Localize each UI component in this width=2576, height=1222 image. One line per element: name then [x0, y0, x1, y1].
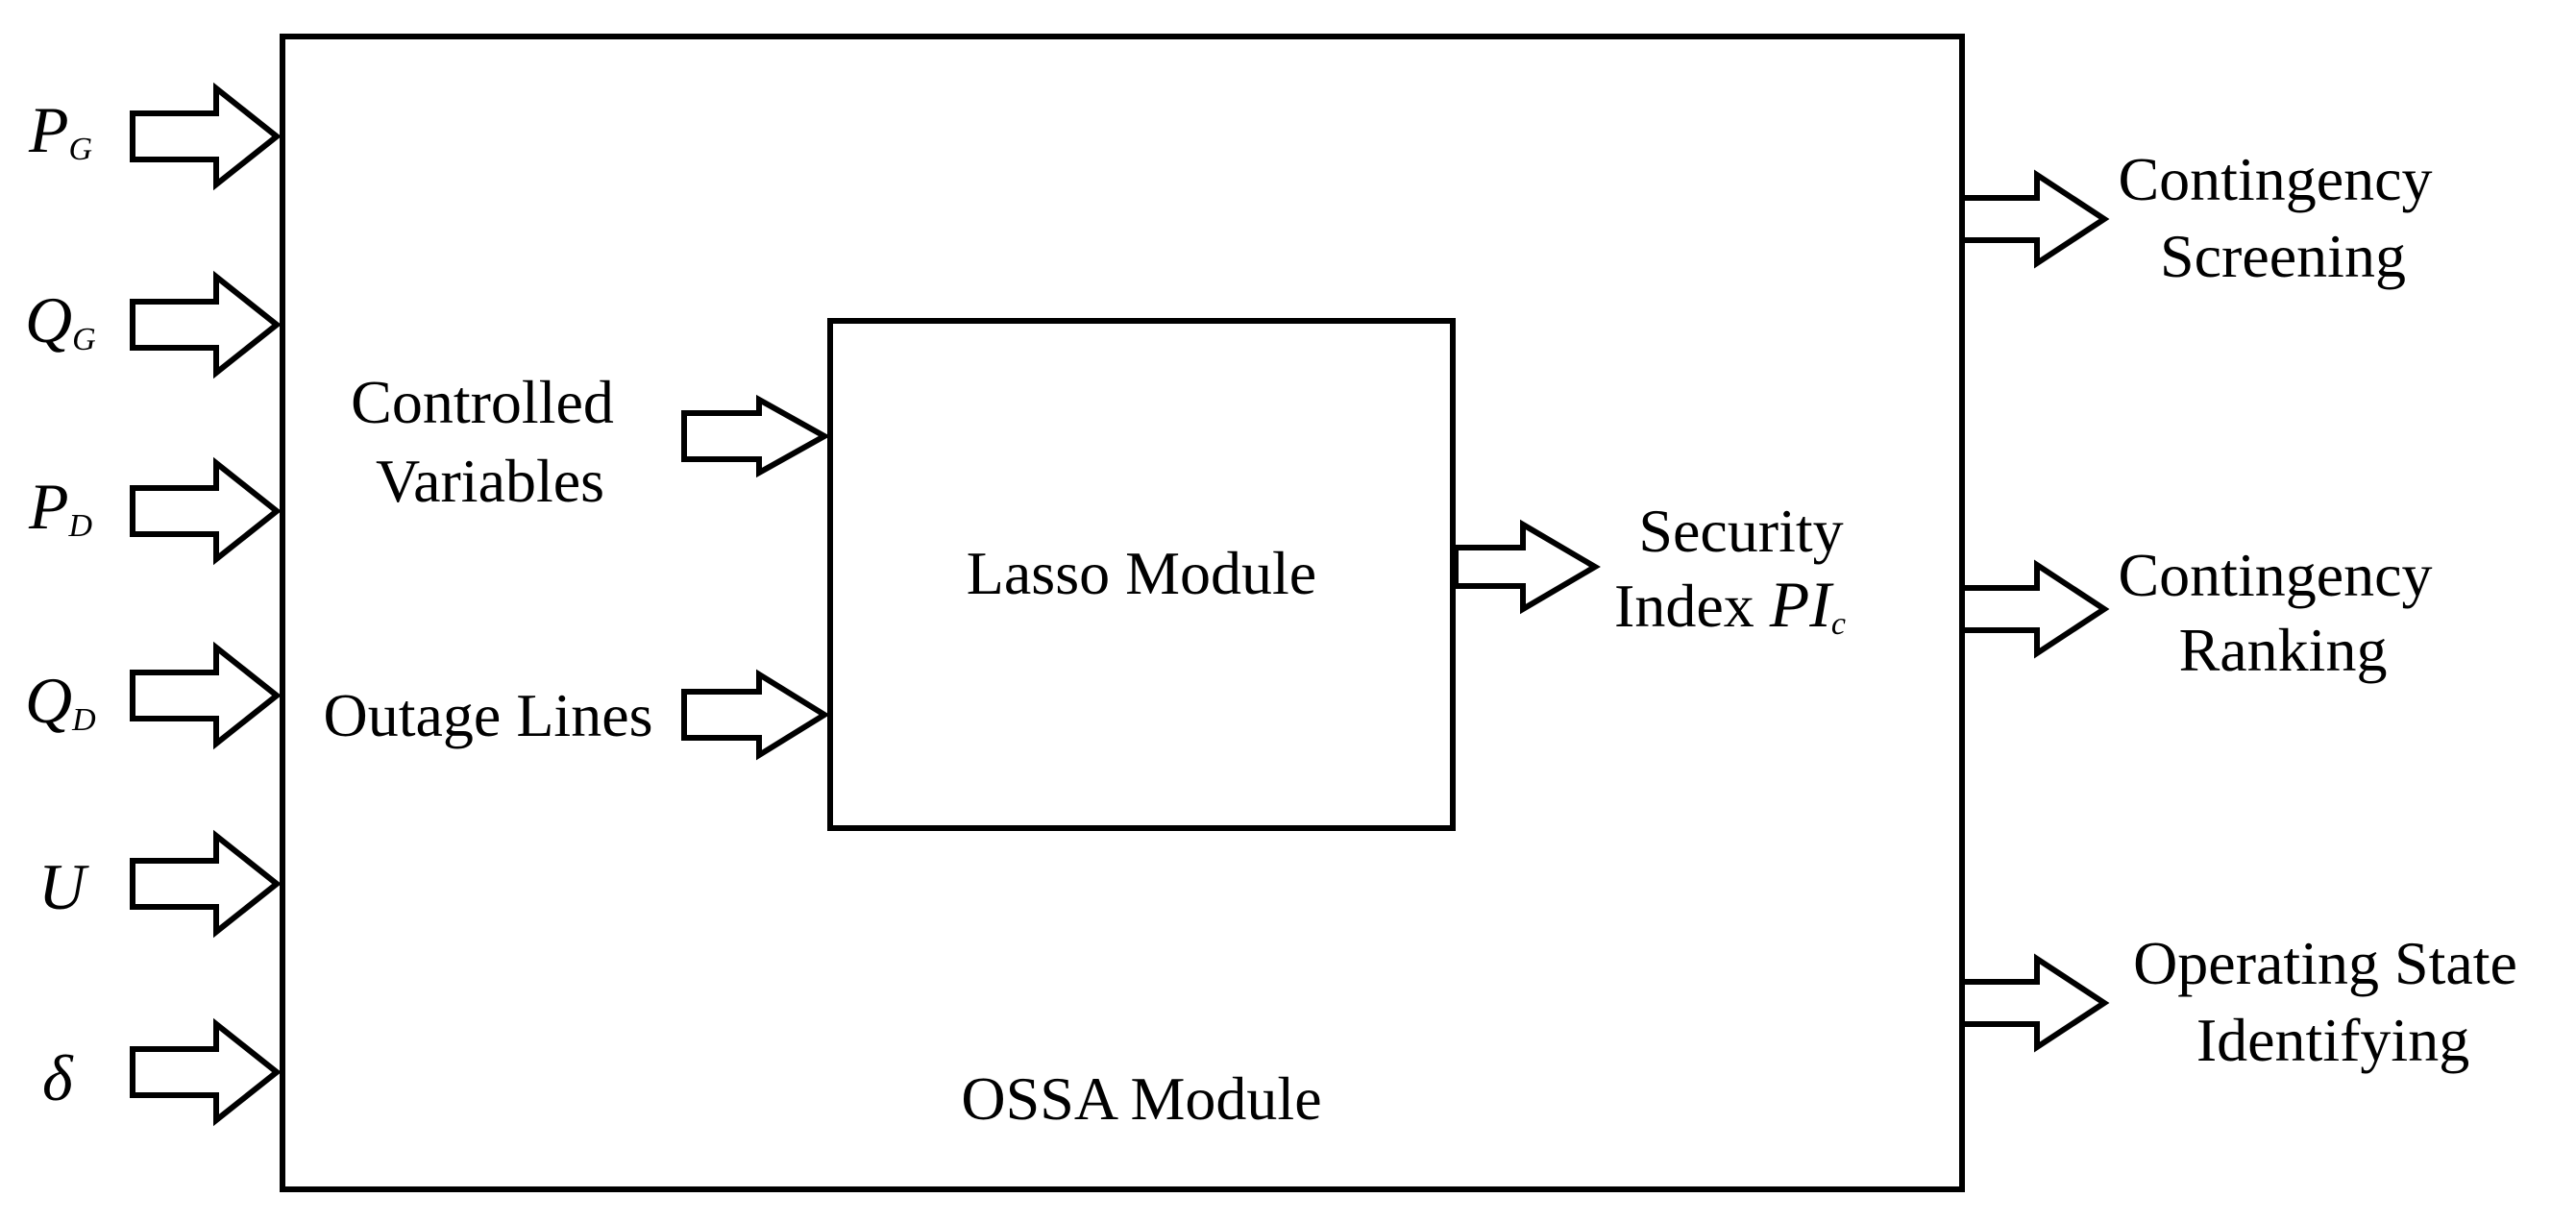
input-arrow-qg [130, 270, 282, 379]
svg-text:QD: QD [25, 664, 96, 738]
svg-text:QG: QG [25, 283, 96, 357]
outage-lines-arrow [681, 669, 830, 761]
controlled-variables-label: Controlled Variables [351, 368, 629, 515]
input-arrow-pg [130, 82, 282, 191]
ossa-module-label: OSSA Module [961, 1064, 1321, 1133]
input-arrow-delta [130, 1017, 282, 1127]
input-label-qg: QG [25, 283, 96, 357]
output-arrow-identifying [1959, 953, 2110, 1053]
security-index-line2: Index PIc [1614, 568, 1846, 642]
input-label-delta: δ [42, 1041, 74, 1114]
svg-text:U: U [38, 850, 89, 923]
output-arrow-screening [1959, 169, 2110, 269]
input-label-u: U [38, 850, 89, 923]
output-label-screening: Contingency Screening [2118, 145, 2447, 290]
lasso-module-label: Lasso Module [967, 539, 1316, 607]
input-label-pg: PG [28, 93, 92, 167]
svg-text:PD: PD [28, 470, 93, 544]
input-arrow-qd [130, 641, 282, 750]
svg-text:δ: δ [42, 1041, 74, 1114]
svg-text:PG: PG [28, 93, 92, 167]
outage-lines-label: Outage Lines [324, 681, 653, 749]
input-label-qd: QD [25, 664, 96, 738]
security-index-arrow [1453, 519, 1601, 615]
input-arrow-pd [130, 456, 282, 566]
output-label-ranking: Contingency Ranking [2118, 541, 2447, 684]
input-arrow-u [130, 829, 282, 939]
output-arrow-ranking [1959, 559, 2110, 659]
input-label-pd: PD [28, 470, 93, 544]
controlled-variables-arrow [681, 394, 831, 478]
output-label-identifying: Operating State Identifying [2133, 929, 2533, 1074]
security-index-label: Security [1638, 497, 1843, 565]
